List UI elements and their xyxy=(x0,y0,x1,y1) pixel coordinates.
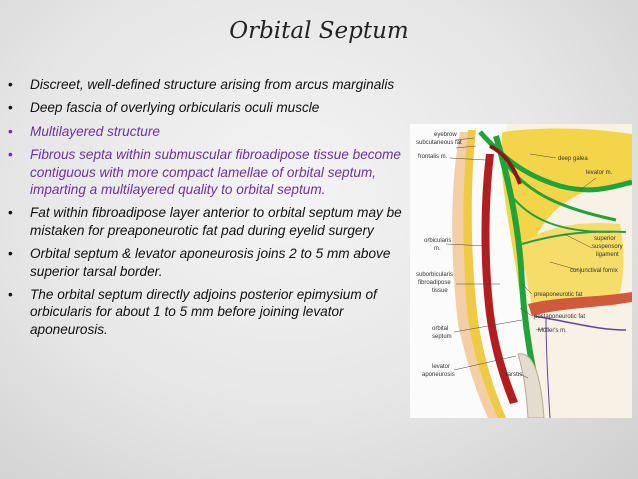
anatomy-diagram: eyebrow subcutaneous fat frontalis m. de… xyxy=(416,124,632,418)
bullet-dot: • xyxy=(8,147,13,163)
label-subcutaneous-fat: subcutaneous fat xyxy=(416,140,462,146)
bullet-dot: • xyxy=(8,123,13,139)
frontalis-muscle xyxy=(489,144,522,185)
bullet-item: • Multilayered structure xyxy=(8,123,413,140)
label-septum: septum xyxy=(432,334,452,340)
galea-fat xyxy=(502,128,632,294)
levator-muscle xyxy=(528,292,632,316)
mullers-muscle-line xyxy=(545,317,551,418)
orbital-septum-anatomy-figure: eyebrow subcutaneous fat frontalis m. de… xyxy=(410,124,632,418)
leader-lines xyxy=(445,137,597,379)
bullet-text: Multilayered structure xyxy=(30,123,160,139)
orbital-septum-green xyxy=(493,135,537,375)
bullet-text: Fibrous septa within submuscular fibroad… xyxy=(30,147,401,198)
label-eyebrow: eyebrow xyxy=(434,132,457,138)
bullet-text: Fat within fibroadipose layer anterior t… xyxy=(30,205,402,238)
bullet-text: Discreet, well-defined structure arising… xyxy=(30,77,395,92)
label-levator-apo: levator xyxy=(432,364,450,370)
bullet-dot: • xyxy=(8,246,13,262)
label-postaponeurotic-fat: postaponeurotic fat xyxy=(534,314,585,320)
label-deep-galea: deep galea xyxy=(558,156,588,162)
label-tarsus: tarsus xyxy=(506,372,522,378)
label-aponeurosis: aponeurosis xyxy=(422,372,455,378)
bullet-item: • Discreet, well-defined structure arisin… xyxy=(8,76,413,93)
bullet-text: Orbital septum & levator aponeurosis joi… xyxy=(30,246,391,279)
bullet-item: • Fat within fibroadipose layer anterior … xyxy=(8,204,413,239)
conjunctiva-line xyxy=(533,315,627,331)
subcutaneous-fat xyxy=(463,130,506,418)
bullet-dot: • xyxy=(8,287,13,303)
label-frontalis: frontalis m. xyxy=(418,154,448,160)
label-orbital: orbital xyxy=(432,326,448,332)
levator-sheath xyxy=(521,230,627,245)
label-levator: levator m. xyxy=(586,170,613,176)
bullet-dot: • xyxy=(8,100,13,116)
label-ligament: ligament xyxy=(596,252,619,258)
label-orbicularis-m: m. xyxy=(434,246,441,252)
bullet-text: Deep fascia of overlying orbicularis ocu… xyxy=(30,100,320,116)
label-suborbicularis: suborbicularis xyxy=(416,272,453,278)
orbicularis-muscle xyxy=(481,154,518,404)
skin-layer xyxy=(452,132,500,418)
bullet-dot: • xyxy=(8,205,13,221)
bullet-item: • The orbital septum directly adjoins pos… xyxy=(8,286,413,338)
label-conjunctival-fornix: conjunctival fornix xyxy=(570,268,618,274)
label-orbicularis: orbicularis xyxy=(424,238,451,244)
label-preaponeurotic-fat: preaponeurotic fat xyxy=(534,292,583,298)
label-fibroadipose: fibroadipose xyxy=(418,280,451,286)
bullet-item: • Deep fascia of overlying orbicularis oc… xyxy=(8,99,413,116)
label-mullers: Müller's m. xyxy=(538,328,567,334)
bullet-list: • Discreet, well-defined structure arisin… xyxy=(8,76,413,344)
label-suspensory: suspensory xyxy=(592,244,623,250)
bullet-item: • Orbital septum & levator aponeurosis jo… xyxy=(8,245,413,280)
label-superior: superior xyxy=(594,236,616,242)
bullet-item: • Fibrous septa within submuscular fibroa… xyxy=(8,146,413,198)
tarsus-plate xyxy=(517,353,545,418)
bullet-text: The orbital septum directly adjoins post… xyxy=(30,287,377,337)
label-tissue: tissue xyxy=(432,288,448,294)
bullet-dot: • xyxy=(8,77,13,92)
slide-title: Orbital Septum xyxy=(229,18,409,44)
